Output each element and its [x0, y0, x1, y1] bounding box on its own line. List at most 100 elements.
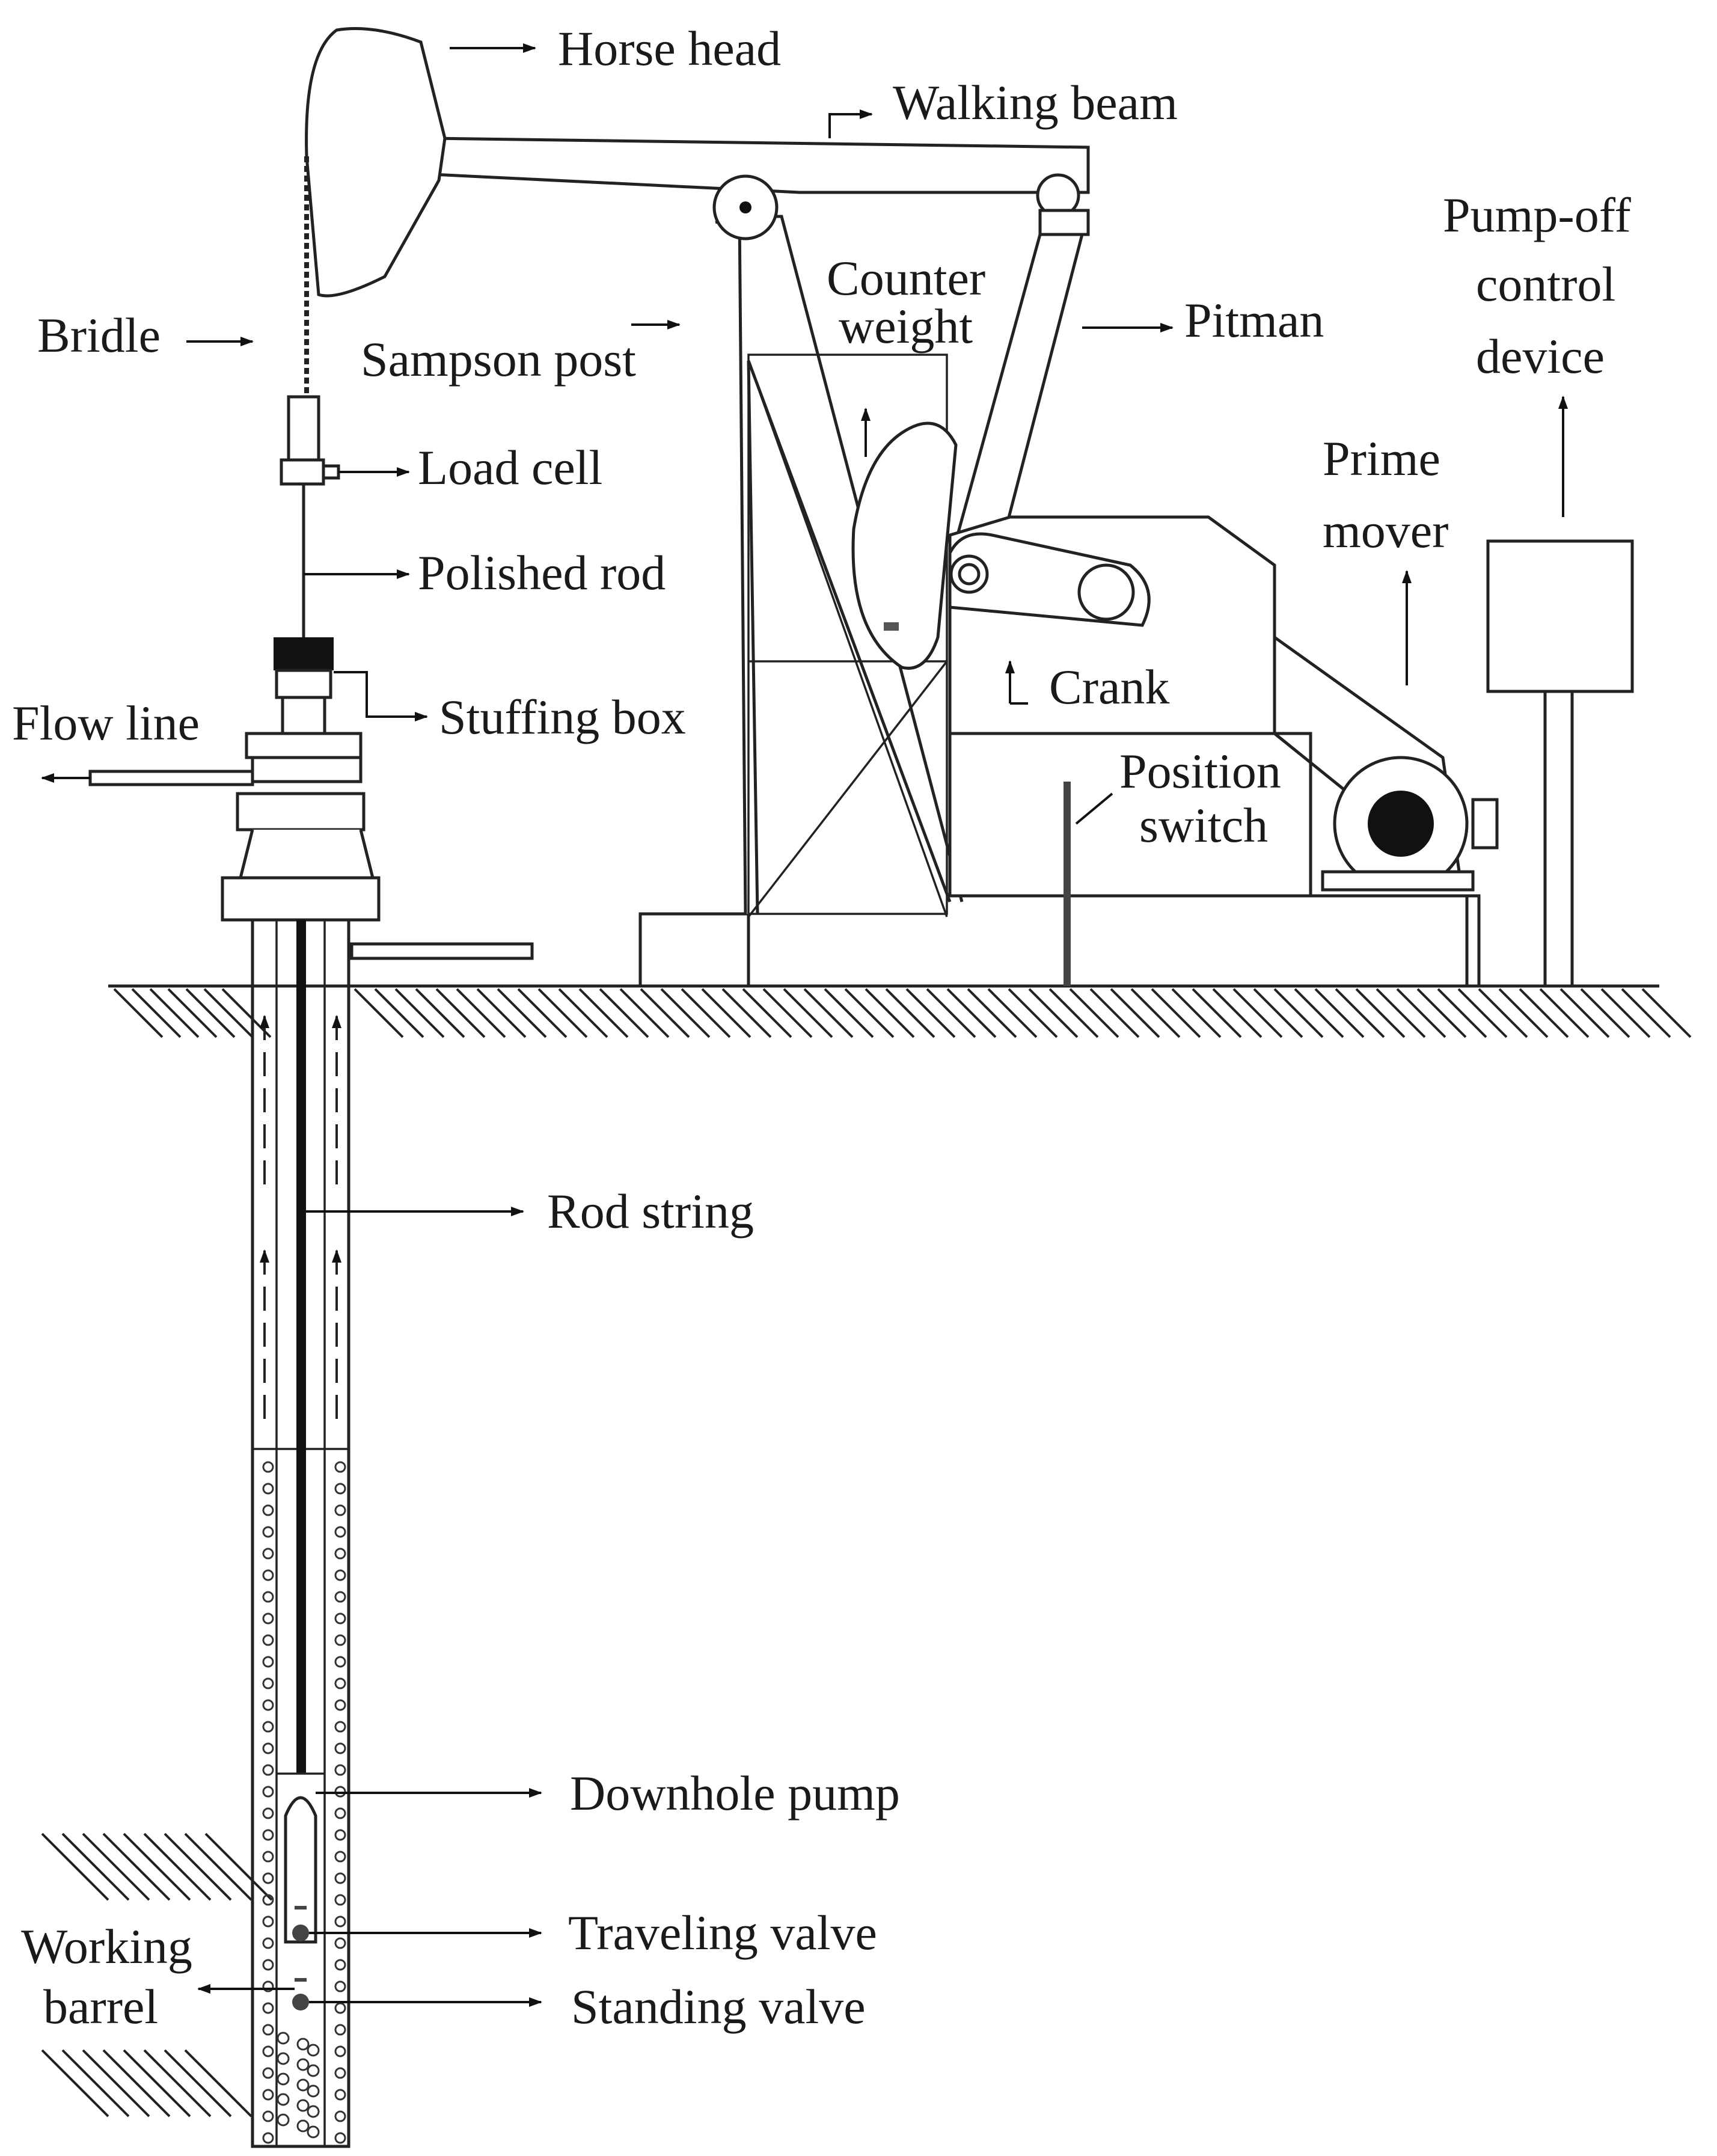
bubble: [334, 1872, 346, 1884]
bubble: [277, 2093, 290, 2106]
label-horse-head: Horse head: [558, 21, 781, 76]
hatch-line: [1192, 988, 1242, 1038]
hatch-line: [221, 988, 272, 1038]
bubble: [334, 1569, 346, 1581]
bubble: [307, 2044, 320, 2057]
hatch-line: [82, 2049, 150, 2118]
hatch-line: [721, 988, 772, 1038]
formation-hatching-upper: [41, 1833, 273, 1901]
hatch-line: [824, 988, 874, 1038]
bubble: [262, 1851, 274, 1863]
labels: Horse head Walking beam Pump-off control…: [12, 21, 1632, 2034]
bubble: [334, 1807, 346, 1819]
hatch-line: [1314, 988, 1365, 1038]
bubble: [334, 2132, 346, 2144]
pumping-unit: [305, 27, 1634, 988]
hatch-line: [82, 1833, 150, 1901]
bubble: [262, 2002, 274, 2014]
hatch-line: [660, 988, 711, 1038]
sampson-post: [638, 214, 747, 986]
standing-valve: [292, 1994, 309, 2011]
bubble: [334, 1612, 346, 1625]
bubble: [277, 2072, 290, 2086]
hatch-line: [1130, 988, 1181, 1038]
bubble: [334, 2110, 346, 2122]
hatch-line: [1641, 988, 1692, 1038]
hatch-line: [1559, 988, 1610, 1038]
hatch-line: [394, 988, 445, 1038]
hatch-line: [578, 988, 629, 1038]
label-downhole-pump: Downhole pump: [570, 1766, 900, 1821]
bubble: [262, 2024, 274, 2036]
hatch-line: [164, 2049, 232, 2118]
label-position-switch-2: switch: [1139, 798, 1268, 853]
hatch-line: [701, 988, 751, 1038]
label-polished-rod: Polished rod: [418, 545, 666, 600]
bubble: [262, 1721, 274, 1733]
label-traveling-valve: Traveling valve: [568, 1905, 877, 1960]
bubble: [262, 1959, 274, 1971]
hatch-line: [1151, 988, 1201, 1038]
hatch-line: [1110, 988, 1160, 1038]
bubble: [262, 1916, 274, 1928]
bubble: [262, 1786, 274, 1798]
bubble: [296, 2078, 310, 2092]
hatch-line: [184, 2049, 252, 2118]
hatch-line: [374, 988, 424, 1038]
rod-string: [296, 920, 306, 1774]
bubble: [334, 1677, 346, 1689]
bubble: [262, 1677, 274, 1689]
downhole-pump: [284, 1796, 317, 1944]
bubble: [262, 1526, 274, 1538]
bubble: [277, 2052, 290, 2065]
hatch-line: [517, 988, 568, 1038]
hatch-line: [1273, 988, 1324, 1038]
ground-hatching-left: [113, 988, 272, 1038]
hatch-line: [185, 988, 236, 1038]
bubble: [307, 2105, 320, 2118]
label-bridle: Bridle: [37, 308, 161, 363]
hatch-line: [149, 988, 200, 1038]
label-pump-off-3: device: [1476, 329, 1605, 384]
hatch-line: [1457, 988, 1508, 1038]
hatch-line: [619, 988, 670, 1038]
bubble: [262, 1829, 274, 1841]
hatch-line: [599, 988, 649, 1038]
bubble: [334, 1937, 346, 1949]
hatch-line: [1478, 988, 1528, 1038]
bubble: [262, 1894, 274, 1906]
hatch-line: [435, 988, 486, 1038]
hatch-line: [1294, 988, 1344, 1038]
hatch-line: [61, 2049, 130, 2118]
bubble: [262, 1483, 274, 1495]
bubble: [307, 2084, 320, 2098]
bubble: [296, 2058, 310, 2071]
stuffing-box: [274, 637, 334, 670]
horse-head: [305, 27, 447, 298]
hatch-line: [1437, 988, 1487, 1038]
label-prime-mover-1: Prime: [1323, 431, 1440, 486]
label-working-barrel-1: Working: [21, 1919, 192, 1974]
label-counter-weight-2: weight: [839, 299, 973, 354]
bubble: [334, 1591, 346, 1603]
wellbore: [251, 918, 350, 2148]
hatch-line: [143, 1833, 212, 1901]
hatch-line: [967, 988, 1017, 1038]
bubble: [334, 2089, 346, 2101]
hatch-line: [844, 988, 895, 1038]
hatch-line: [1539, 988, 1590, 1038]
bubble: [334, 1504, 346, 1516]
hatch-line: [41, 1833, 109, 1901]
bubble: [277, 2113, 290, 2127]
label-walking-beam: Walking beam: [893, 75, 1178, 130]
hatch-line: [1232, 988, 1283, 1038]
hatch-line: [1048, 988, 1099, 1038]
hatch-line: [1580, 988, 1630, 1038]
bubble: [334, 2067, 346, 2079]
bubble: [262, 1656, 274, 1668]
bubble: [262, 1548, 274, 1560]
bubble: [262, 1591, 274, 1603]
bubble: [262, 1634, 274, 1646]
bubble: [334, 1829, 346, 1841]
